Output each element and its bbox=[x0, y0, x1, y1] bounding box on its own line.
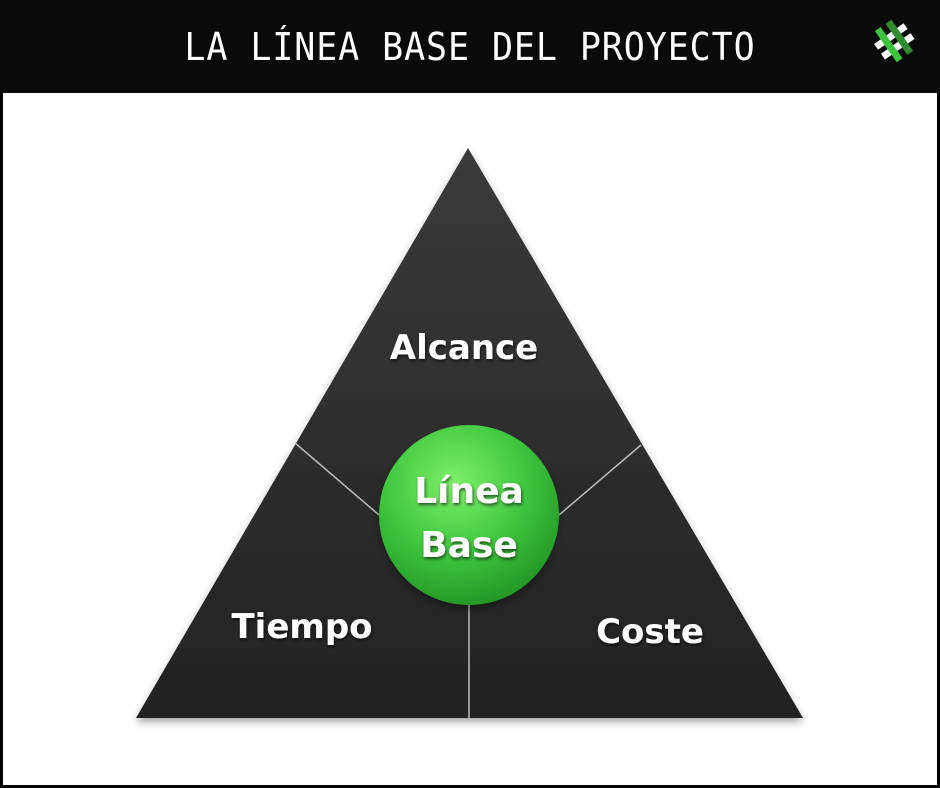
hashtag-logo-icon bbox=[874, 19, 915, 63]
diagram-canvas: Alcance Tiempo Coste Línea Base bbox=[3, 93, 937, 785]
center-circle bbox=[379, 425, 559, 605]
baseline-triangle-diagram: Alcance Tiempo Coste Línea Base bbox=[136, 148, 803, 718]
center-label-line2: Base bbox=[420, 525, 518, 566]
segment-label-cost: Coste bbox=[596, 612, 704, 652]
header-bar: LA LÍNEA BASE DEL PROYECTO bbox=[0, 0, 940, 93]
divider-left bbox=[294, 442, 380, 516]
segment-label-time: Tiempo bbox=[231, 607, 372, 647]
segment-label-scope: Alcance bbox=[390, 328, 538, 368]
page-title: LA LÍNEA BASE DEL PROYECTO bbox=[184, 24, 756, 69]
divider-right bbox=[558, 444, 642, 516]
center-label-line1: Línea bbox=[414, 471, 524, 512]
